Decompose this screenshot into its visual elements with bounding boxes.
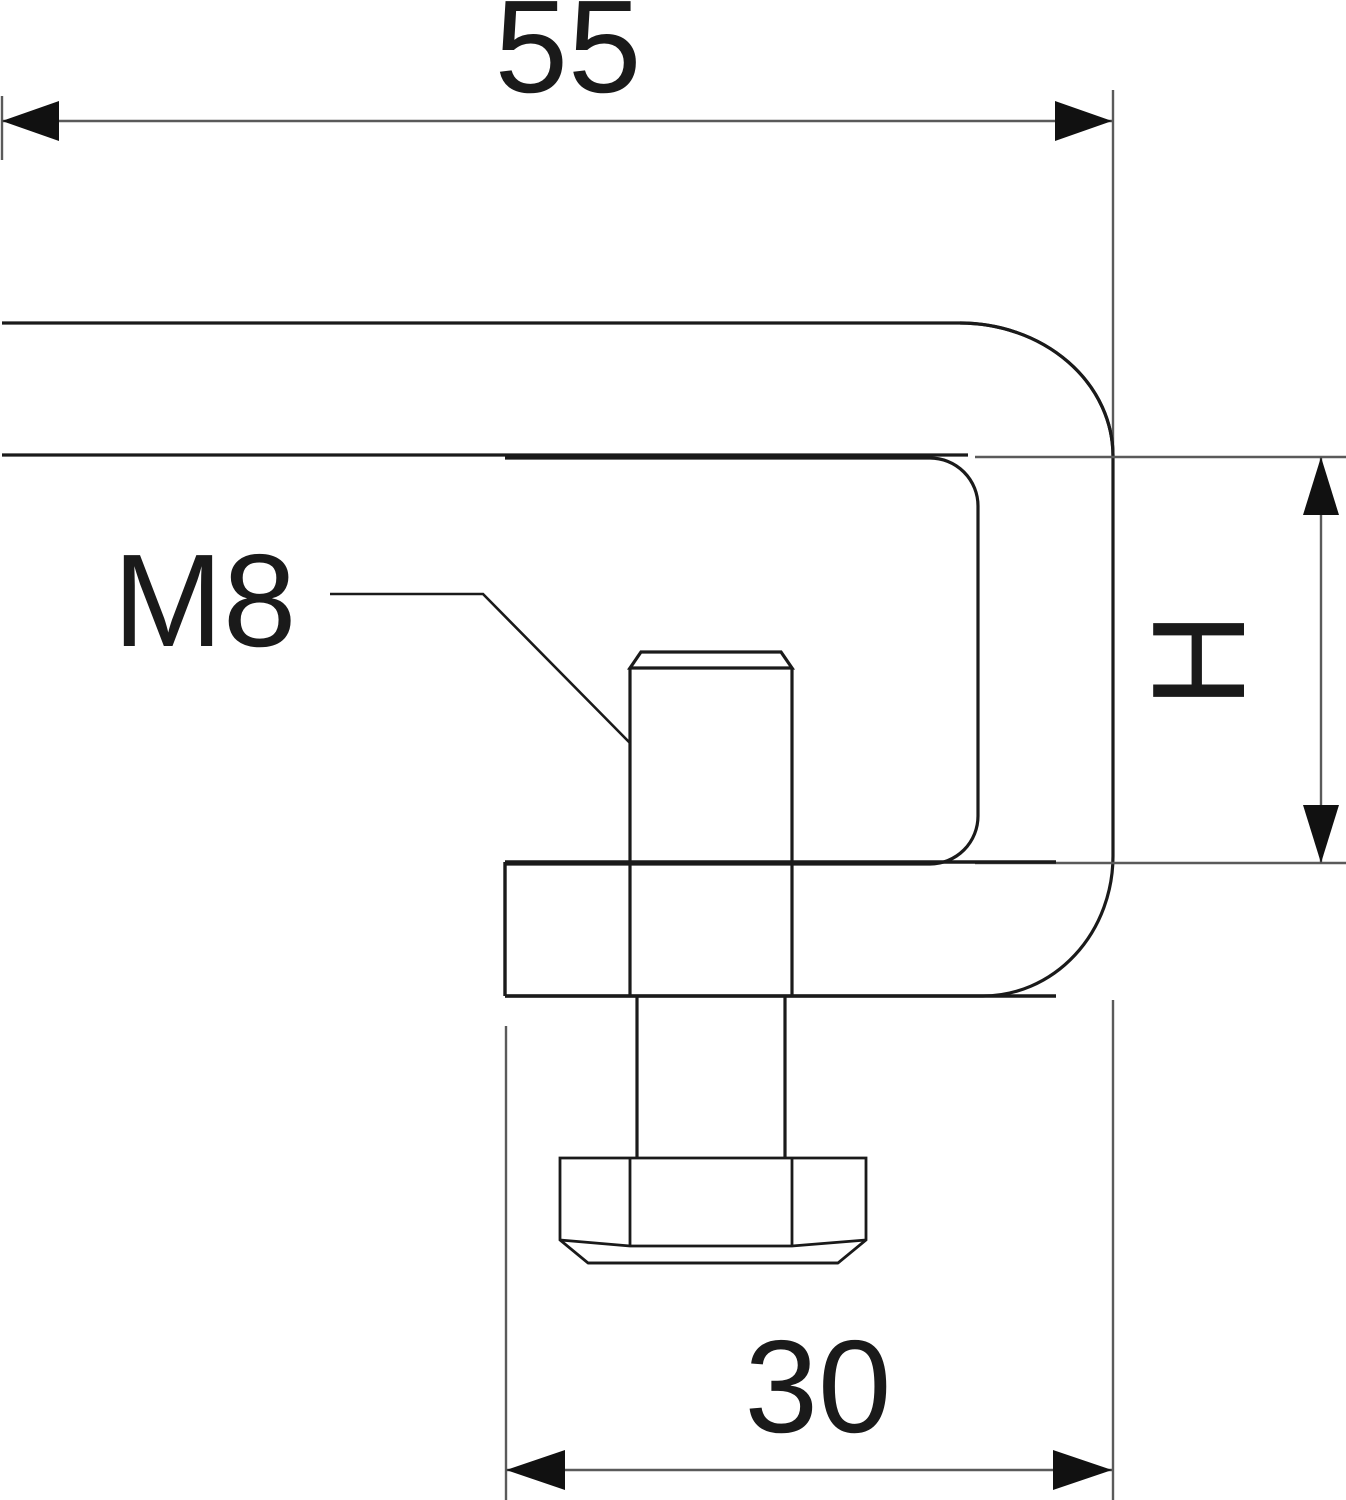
arrow-left-55 (2, 101, 59, 141)
arrow-right-30 (1053, 1450, 1112, 1490)
set-screw-shank-through-jaw (628, 862, 794, 996)
clamp-body (505, 321, 1115, 998)
set-screw-shank-upper (628, 668, 794, 862)
clamp-body-inner-profile (505, 456, 980, 866)
dimension-jaw-depth: 30 (504, 1000, 1115, 1500)
thread-callout: M8 (113, 527, 631, 744)
arrow-bottom-H (1303, 805, 1339, 863)
dimension-label-30: 30 (745, 1313, 892, 1460)
set-screw-shank-lower (635, 996, 787, 1158)
set-screw (626, 650, 796, 1158)
upper-arm-outline (2, 321, 1115, 458)
dimension-clamp-height: H (1125, 457, 1339, 863)
dimension-overall-width: 55 (0, 0, 1115, 470)
lower-jaw-outline (503, 860, 1056, 998)
clamp-body-outer-profile (505, 321, 1115, 998)
thread-callout-label: M8 (113, 527, 296, 674)
hex-nut-chamfer-bottom (559, 1238, 867, 1248)
arrow-top-H (1303, 457, 1339, 515)
m8-leader-line (330, 592, 631, 744)
upper-arm (2, 321, 1115, 458)
arrow-right-55 (1055, 101, 1112, 141)
set-screw-head-chamfer (626, 650, 796, 670)
dimension-label-H: H (1125, 612, 1272, 707)
lower-jaw (503, 860, 1056, 998)
dimension-label-55: 55 (495, 0, 642, 120)
arrow-left-30 (506, 1450, 565, 1490)
hex-nut (558, 1156, 868, 1265)
